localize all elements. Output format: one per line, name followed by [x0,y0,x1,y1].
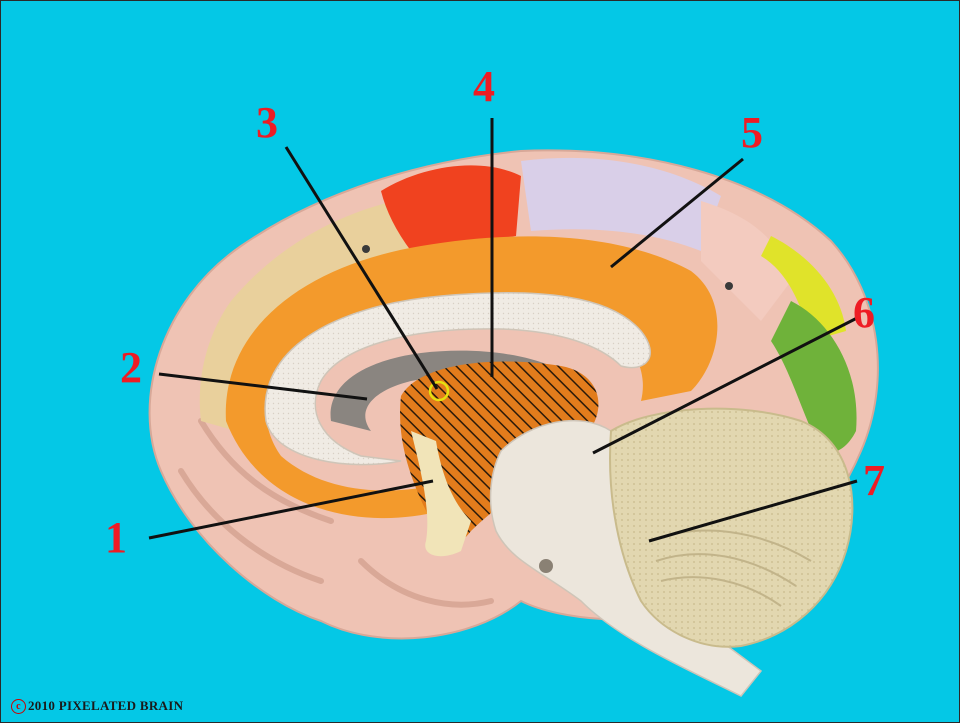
model-pin-dot-1 [362,245,370,253]
label-6: 6 [853,291,875,335]
label-4: 4 [473,65,495,109]
copyright-notice: c 2010 PIXELATED BRAIN [11,698,183,714]
copyright-icon: c [11,699,26,714]
label-5: 5 [741,111,763,155]
copyright-text: 2010 PIXELATED BRAIN [28,698,183,714]
label-1: 1 [105,516,127,560]
label-2: 2 [120,346,142,390]
model-pin-dot-2 [725,282,733,290]
label-3: 3 [256,101,278,145]
label-7: 7 [863,459,885,503]
model-pin [539,559,553,573]
